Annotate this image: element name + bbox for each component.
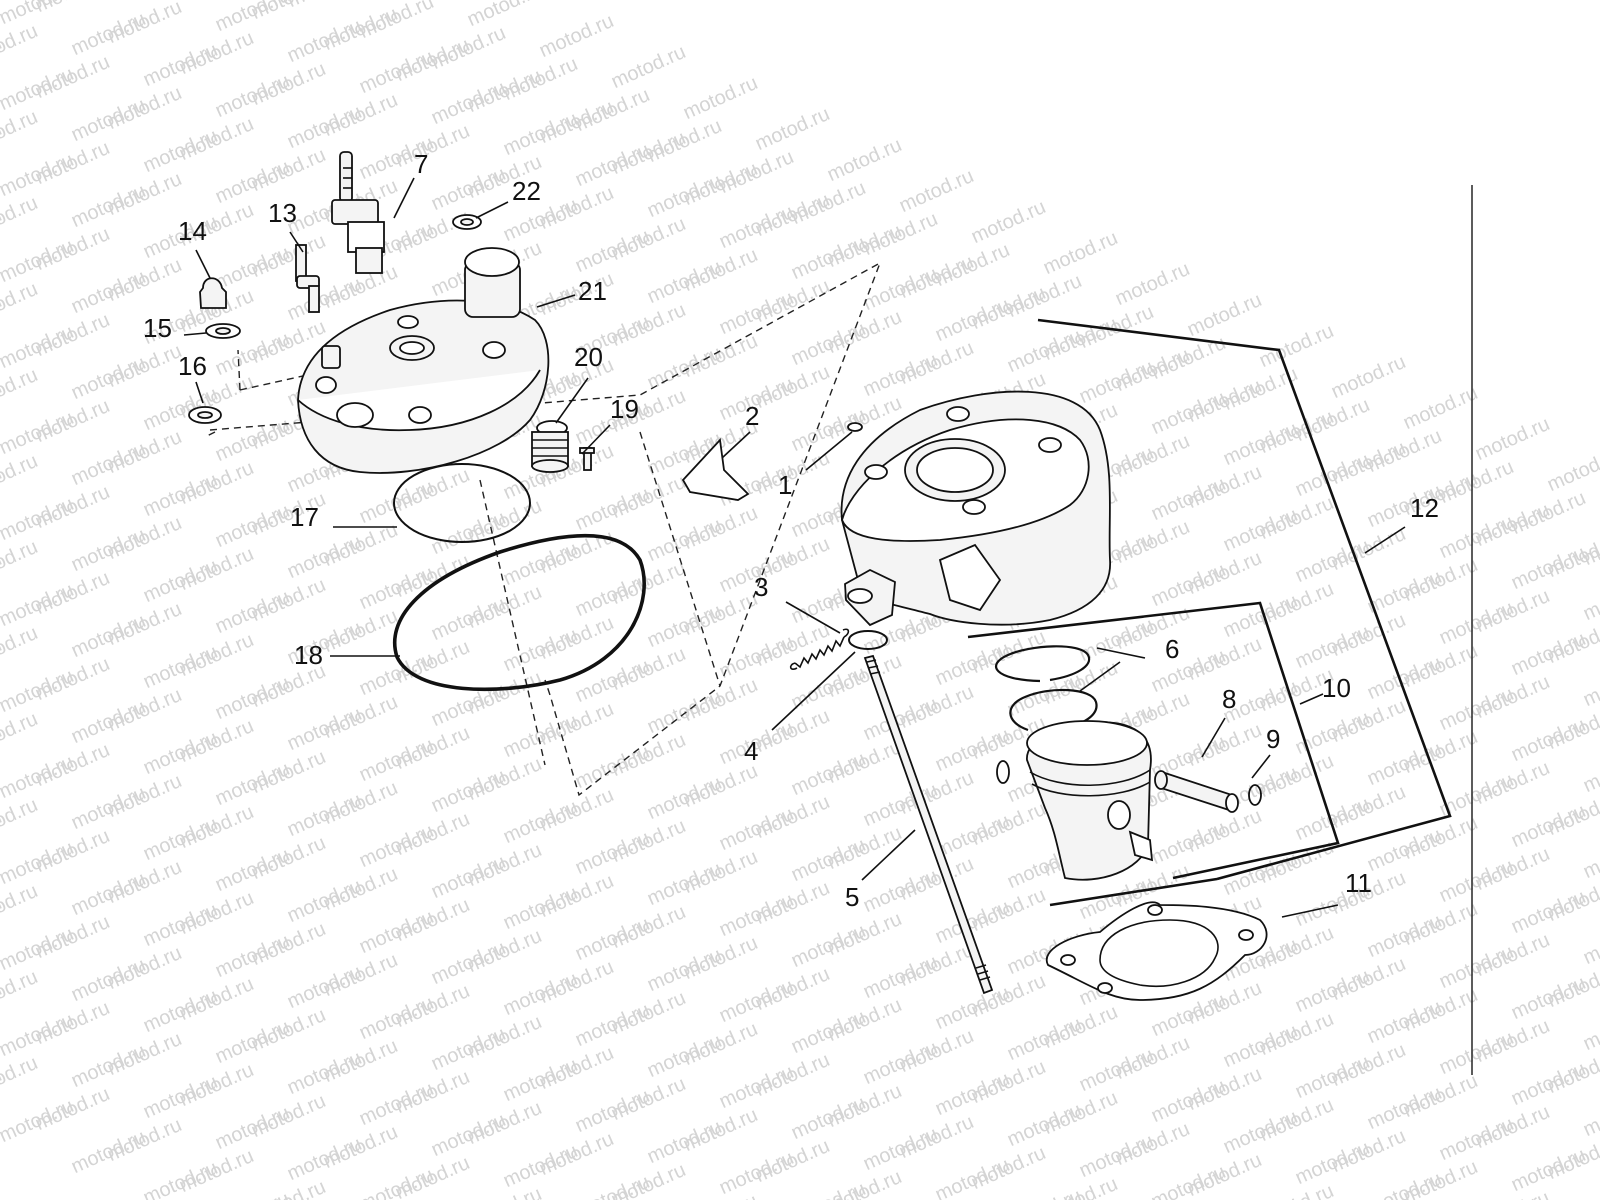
gasket-hole-2 xyxy=(1147,904,1163,916)
stud-13 xyxy=(295,244,320,313)
callout-5: 5 xyxy=(845,882,859,912)
piston-pin xyxy=(1154,770,1239,813)
cylinder-block xyxy=(840,390,1111,627)
callout-19: 19 xyxy=(610,394,639,424)
washer-16-hole xyxy=(197,411,213,419)
callout-10: 10 xyxy=(1322,673,1351,703)
circlip-left xyxy=(996,760,1010,784)
o-ring-18 xyxy=(392,534,646,692)
callout-14: 14 xyxy=(178,216,207,246)
o-ring-4 xyxy=(848,630,888,650)
dashed-axis-head xyxy=(479,479,546,766)
base-gasket xyxy=(1045,901,1268,1001)
callout-20: 20 xyxy=(574,342,603,372)
base-gasket-bore xyxy=(1099,919,1219,988)
callout-6: 6 xyxy=(1165,634,1179,664)
spark-plug xyxy=(331,151,385,274)
cylinder-head xyxy=(297,247,550,474)
small-screw xyxy=(579,447,595,471)
thermostat xyxy=(531,420,569,473)
o-ring-1 xyxy=(847,422,863,432)
circlip-9 xyxy=(1248,784,1262,806)
bracket-plate xyxy=(681,437,750,501)
callout-17: 17 xyxy=(290,502,319,532)
washer-22-hole xyxy=(460,218,474,226)
callout-9: 9 xyxy=(1266,724,1280,754)
piston xyxy=(1026,720,1154,881)
callout-8: 8 xyxy=(1222,684,1236,714)
callout-12: 12 xyxy=(1410,493,1439,523)
callout-labels: 1 2 3 4 5 6 7 8 9 10 11 12 13 14 15 16 1… xyxy=(143,149,1439,912)
piston-ring-upper xyxy=(995,645,1091,683)
callout-16: 16 xyxy=(178,351,207,381)
gasket-hole-4 xyxy=(1097,982,1113,994)
callout-7: 7 xyxy=(414,149,428,179)
callout-2: 2 xyxy=(745,401,759,431)
callout-3: 3 xyxy=(754,572,768,602)
gasket-hole-3 xyxy=(1238,929,1254,941)
group-bracket-12 xyxy=(1037,318,1452,907)
dashed-axis-line xyxy=(639,431,721,687)
washer-15-hole xyxy=(215,327,231,335)
callout-4: 4 xyxy=(744,736,758,766)
leader-lines xyxy=(183,177,1406,918)
gasket-hole-1 xyxy=(1060,954,1076,966)
o-ring-17 xyxy=(393,463,531,543)
spring xyxy=(789,628,850,670)
group-bracket-10 xyxy=(967,601,1340,880)
acorn-nut xyxy=(199,277,227,309)
callout-13: 13 xyxy=(268,198,297,228)
callout-11: 11 xyxy=(1345,868,1372,898)
callout-15: 15 xyxy=(143,313,172,343)
callout-21: 21 xyxy=(578,276,607,306)
callout-18: 18 xyxy=(294,640,323,670)
long-stud xyxy=(863,654,994,995)
callout-22: 22 xyxy=(512,176,541,206)
callout-1: 1 xyxy=(778,470,792,500)
